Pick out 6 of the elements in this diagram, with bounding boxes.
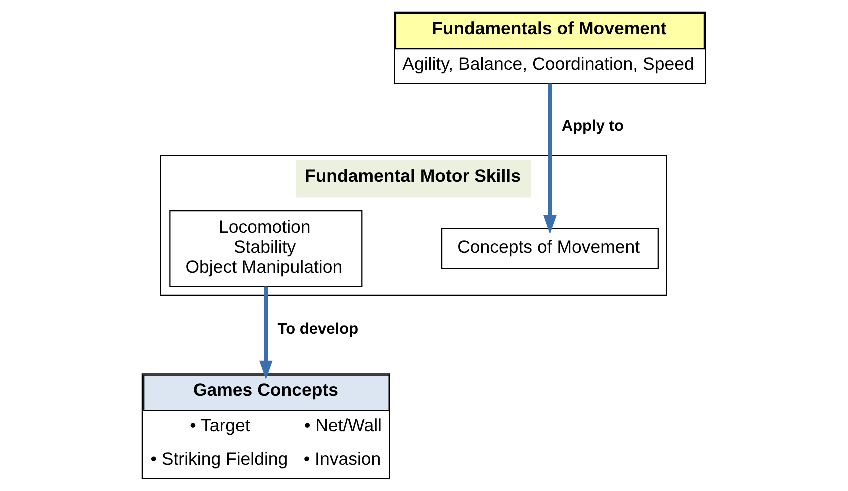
arrow (544, 84, 557, 234)
edge-label: To develop (278, 320, 359, 338)
edge-label: Apply to (562, 118, 624, 135)
node-box: Concepts of Movement (441, 228, 659, 270)
node-box: Locomotion Stability Object Manipulation (170, 210, 363, 288)
arrow (260, 286, 273, 380)
